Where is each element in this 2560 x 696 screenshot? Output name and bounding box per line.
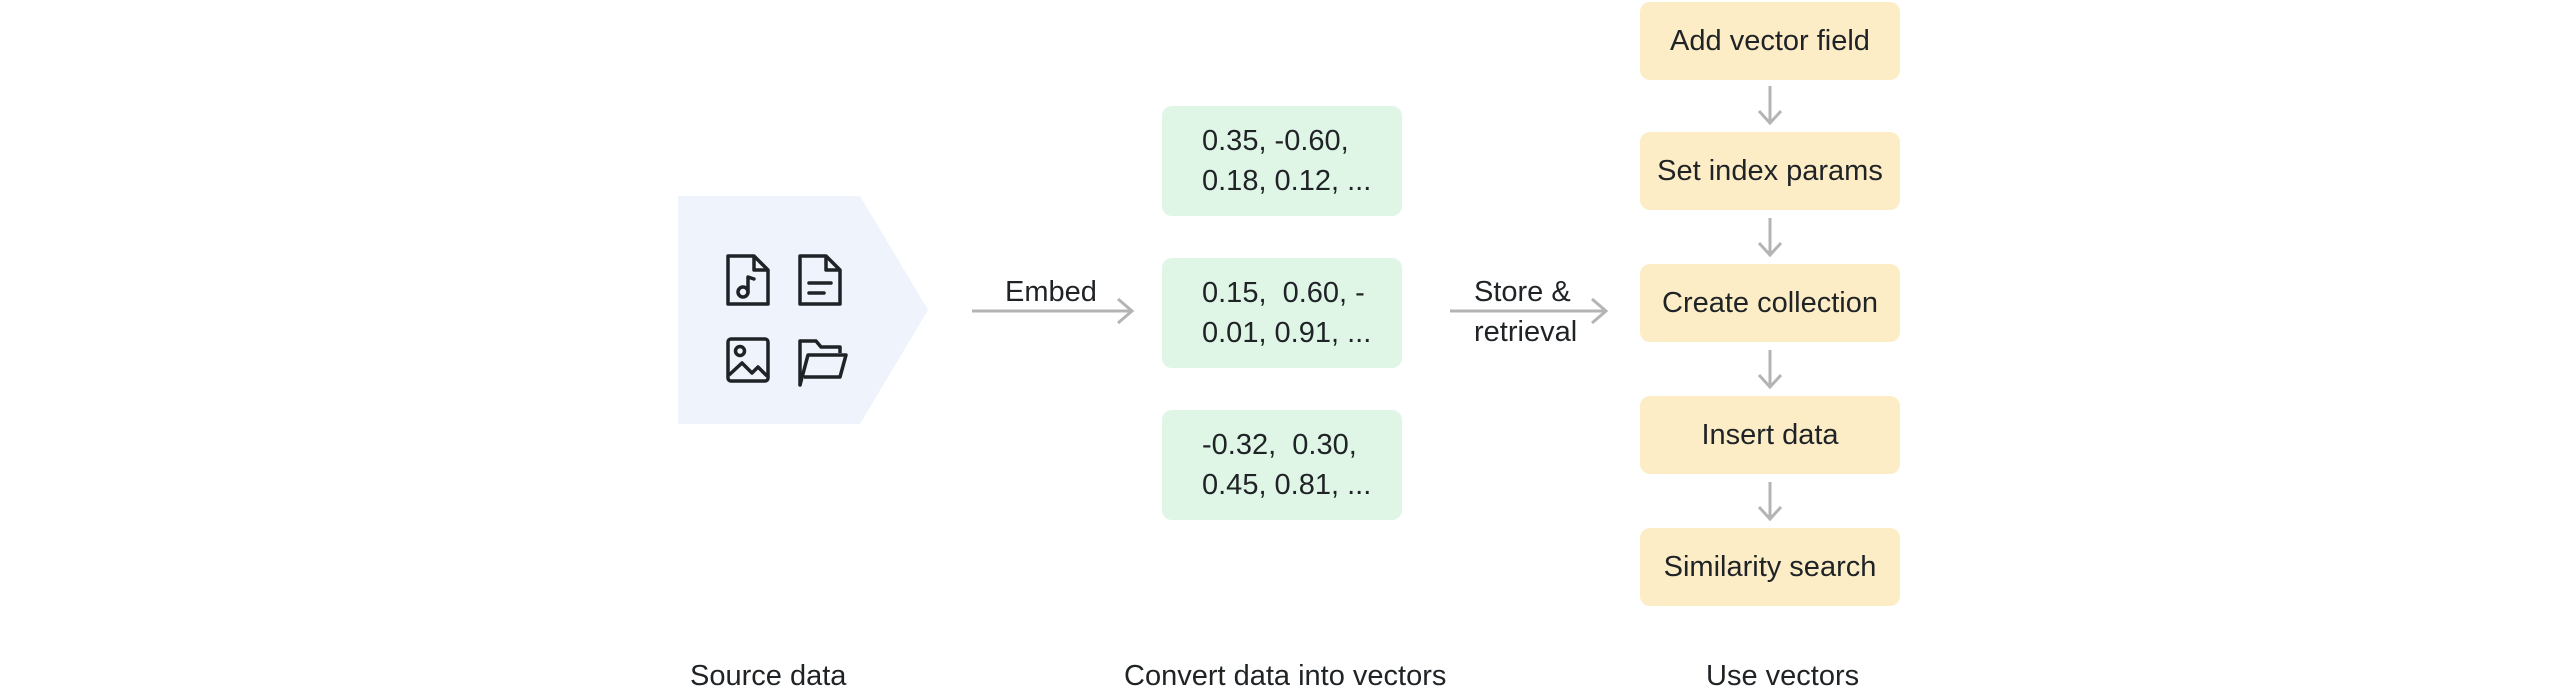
vector-box: 0.35, -0.60, 0.18, 0.12, ... (1162, 106, 1402, 216)
open-folder-icon (798, 339, 848, 387)
embed-arrow (972, 297, 1135, 325)
retrieval-label-line: retrieval (1474, 316, 1578, 348)
embed-label: Embed (1005, 276, 1097, 308)
step-set-index-params: Set index params (1640, 132, 1900, 210)
step-down-arrow (1757, 218, 1783, 258)
store-retrieval-label: Store & retrieval (1474, 272, 1577, 352)
text-file-icon (798, 254, 842, 306)
caption-convert-data: Convert data into vectors (1124, 660, 1447, 692)
store-label-line: Store & (1474, 276, 1571, 308)
vector-values: -0.32, 0.30, 0.45, 0.81, ... (1202, 429, 1372, 501)
vector-values: 0.35, -0.60, 0.18, 0.12, ... (1202, 125, 1372, 197)
step-down-arrow (1757, 350, 1783, 390)
step-down-arrow (1757, 86, 1783, 126)
caption-source-data: Source data (690, 660, 847, 692)
step-create-collection: Create collection (1640, 264, 1900, 342)
step-similarity-search: Similarity search (1640, 528, 1900, 606)
step-down-arrow (1757, 482, 1783, 522)
vector-box: -0.32, 0.30, 0.45, 0.81, ... (1162, 410, 1402, 520)
image-file-icon (726, 337, 770, 383)
vector-values: 0.15, 0.60, - 0.01, 0.91, ... (1202, 277, 1372, 349)
step-insert-data: Insert data (1640, 396, 1900, 474)
step-add-vector-field: Add vector field (1640, 2, 1900, 80)
store-arrow (1450, 297, 1609, 325)
audio-file-icon (726, 254, 770, 306)
vector-box: 0.15, 0.60, - 0.01, 0.91, ... (1162, 258, 1402, 368)
caption-use-vectors: Use vectors (1706, 660, 1860, 692)
source-data-shape (678, 196, 928, 424)
